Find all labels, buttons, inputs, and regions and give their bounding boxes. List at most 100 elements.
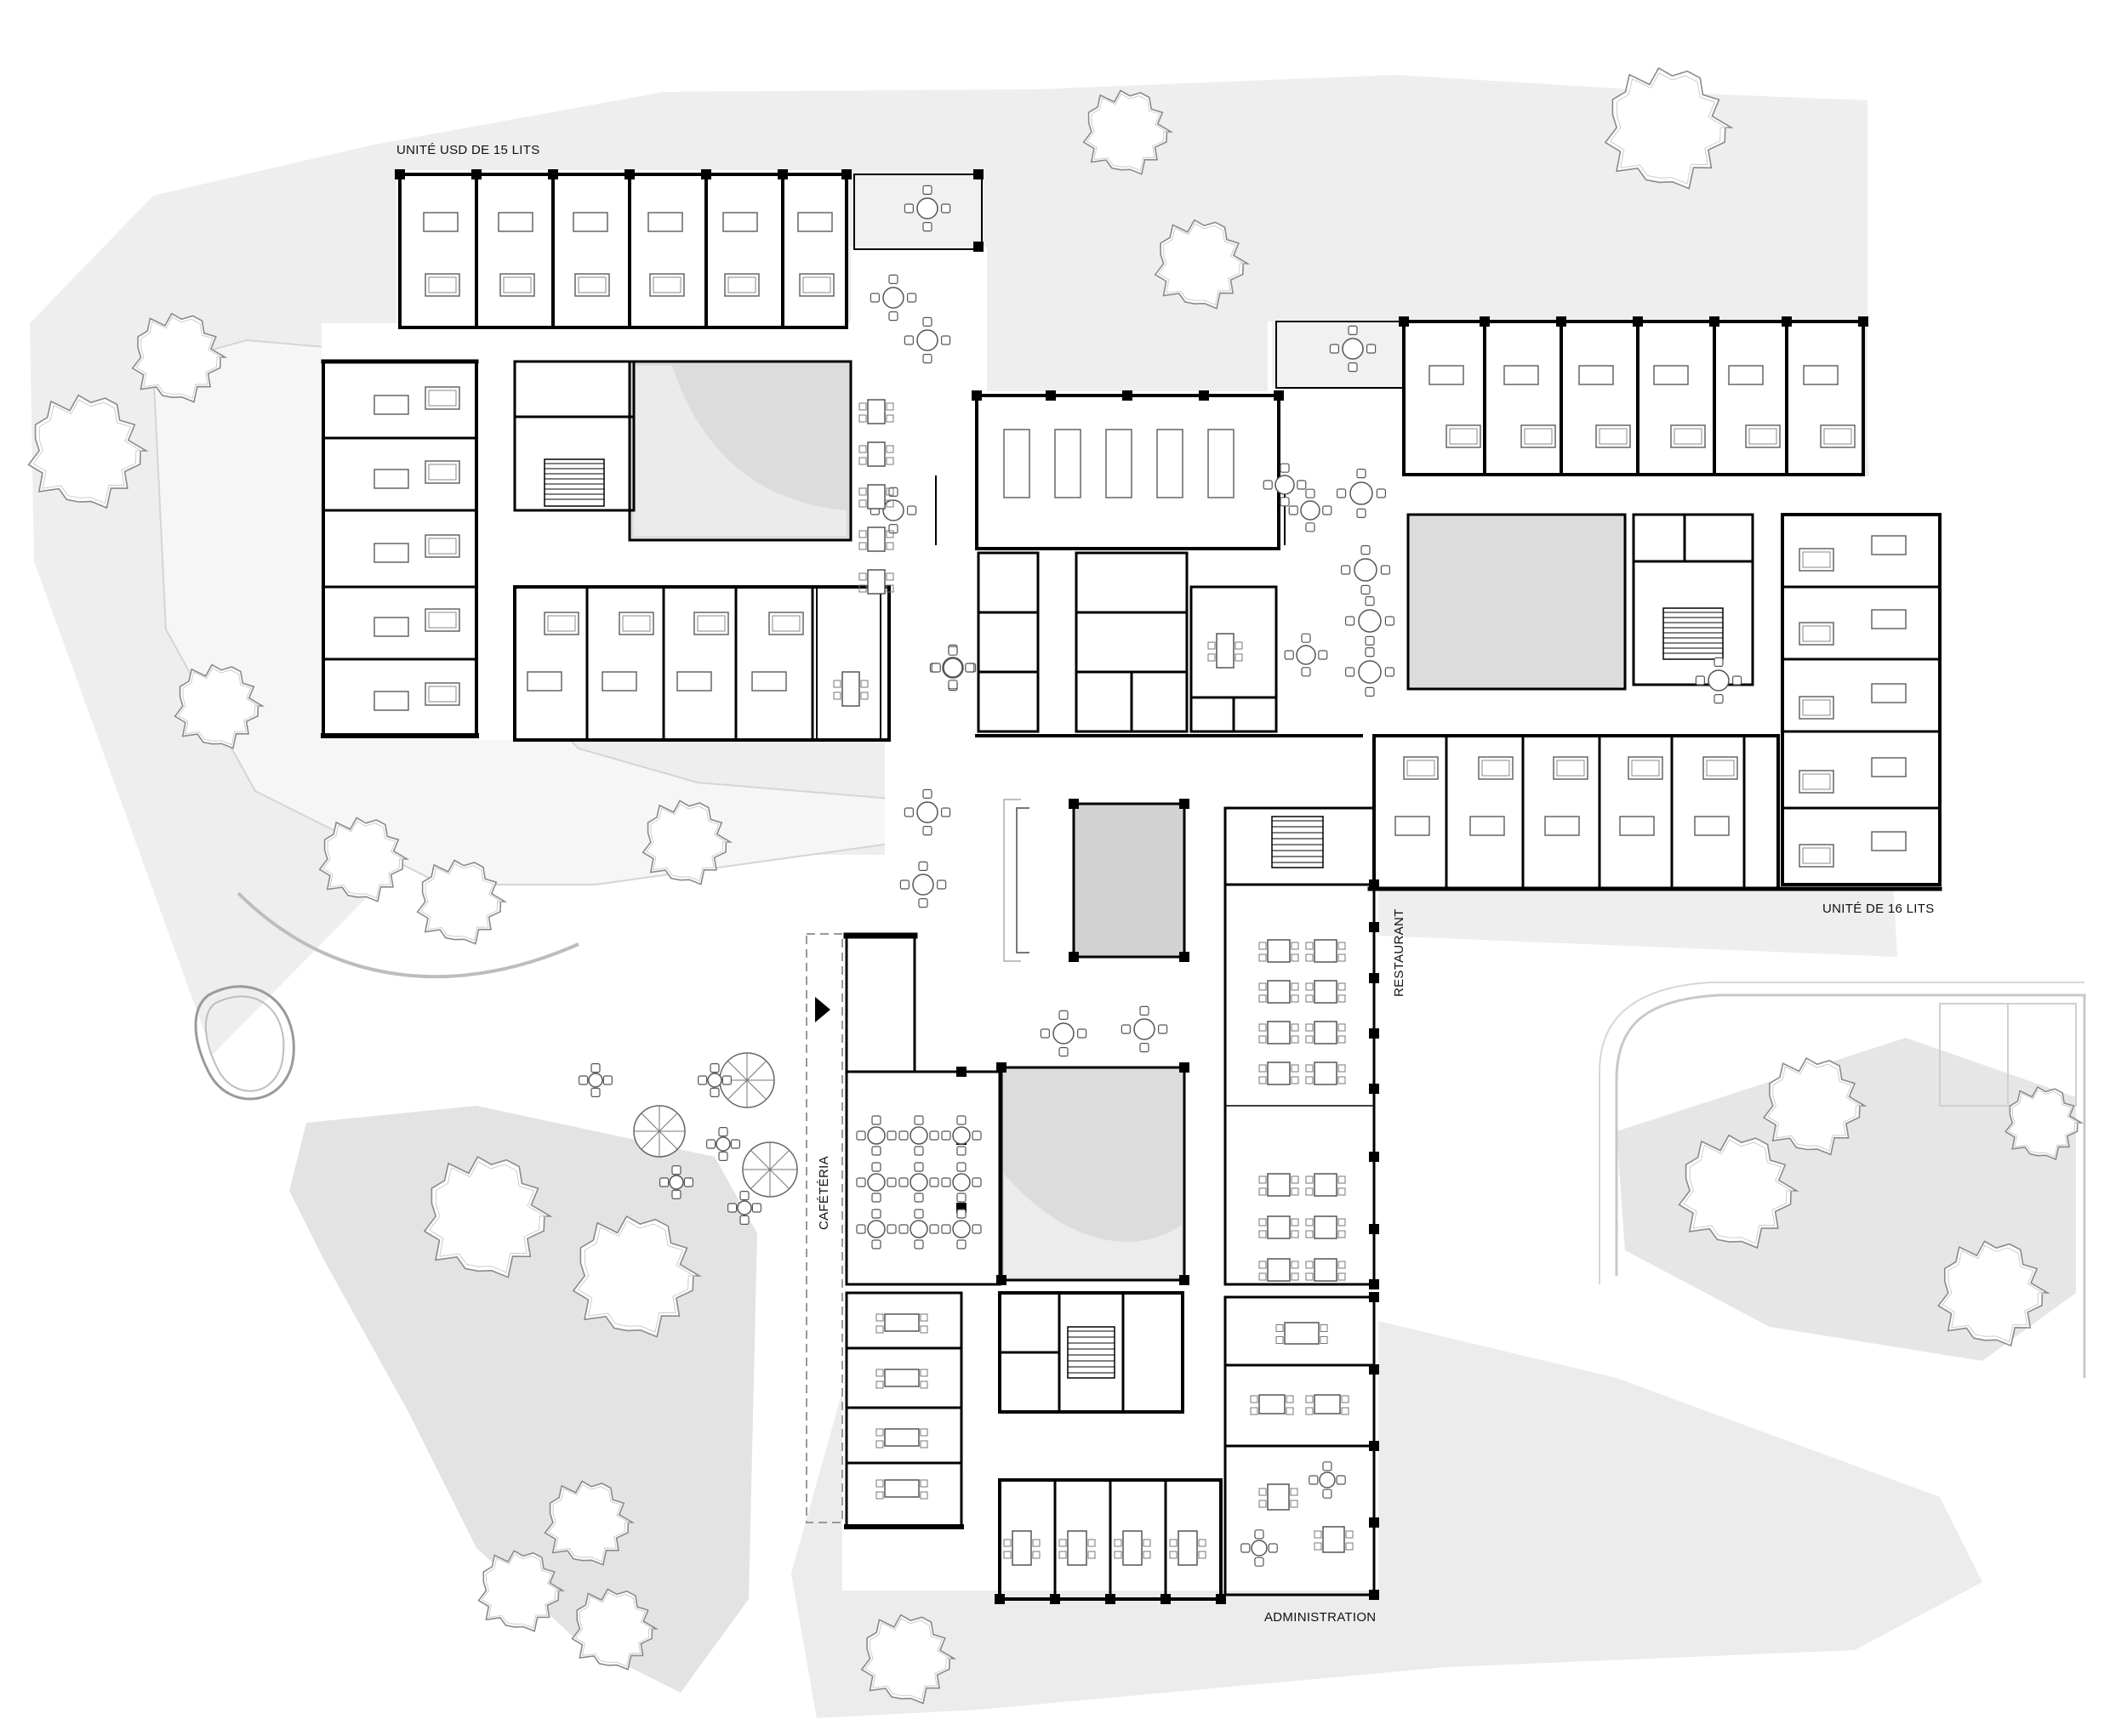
- chair: [1003, 1539, 1012, 1547]
- ne-column: [1480, 316, 1490, 327]
- chair: [888, 311, 898, 322]
- armchair-seat: [428, 612, 457, 629]
- chair: [914, 1146, 924, 1156]
- table: [1267, 1483, 1290, 1511]
- round-table: [952, 1220, 971, 1238]
- chair: [1258, 1230, 1267, 1238]
- table: [1322, 1526, 1345, 1553]
- table: [884, 1369, 920, 1387]
- chair: [1169, 1539, 1178, 1547]
- armchair-seat: [1802, 699, 1831, 716]
- usd-column: [778, 169, 788, 179]
- armchair: [1702, 756, 1738, 780]
- table: [867, 526, 886, 552]
- chair: [1258, 994, 1267, 1003]
- chair: [1337, 942, 1346, 950]
- armchair: [693, 612, 729, 635]
- chair: [1301, 633, 1311, 643]
- armchair-seat: [1481, 760, 1510, 777]
- restaurant-column: [1369, 1084, 1379, 1094]
- round-table: [588, 1073, 603, 1088]
- round-table: [1300, 500, 1320, 521]
- round-table: [1319, 1471, 1336, 1488]
- chair: [904, 807, 915, 817]
- chair: [856, 1224, 866, 1234]
- admin-column: [1216, 1594, 1226, 1604]
- umbrella-rib: [659, 1130, 678, 1150]
- tree-icon: [131, 312, 228, 403]
- armchair: [544, 612, 579, 635]
- armchair: [724, 273, 760, 297]
- chair: [1365, 686, 1375, 697]
- chair: [1087, 1539, 1096, 1547]
- round-table: [1274, 475, 1295, 495]
- cafeteria-canopy: [806, 933, 843, 1523]
- chair: [941, 1224, 951, 1234]
- chair: [860, 692, 869, 700]
- chair: [1040, 1028, 1051, 1039]
- chair: [1258, 1488, 1267, 1496]
- bed: [1871, 609, 1907, 629]
- tree-canopy-inner: [177, 667, 260, 746]
- chair: [1305, 1023, 1314, 1032]
- chair: [1714, 693, 1724, 704]
- table: [1258, 1394, 1286, 1414]
- parking-outline-inner: [1599, 982, 2084, 1284]
- chair: [875, 1325, 884, 1334]
- light-well: [1072, 802, 1186, 959]
- bed: [573, 212, 608, 232]
- armchair: [425, 273, 460, 297]
- chair: [858, 584, 867, 593]
- tree-icon: [2004, 1086, 2084, 1161]
- chair: [875, 1380, 884, 1389]
- chair: [1345, 1542, 1354, 1551]
- round-table: [882, 287, 904, 309]
- chair: [1139, 1005, 1149, 1016]
- bed: [374, 691, 409, 711]
- chair: [941, 1177, 951, 1187]
- armchair: [425, 386, 460, 410]
- chair: [1288, 505, 1298, 515]
- chair: [1258, 1187, 1267, 1196]
- round-table: [867, 1173, 886, 1192]
- chair: [1305, 1218, 1314, 1227]
- umbrella-rib: [769, 1150, 790, 1170]
- ne-column: [1399, 316, 1409, 327]
- table: [884, 1428, 920, 1447]
- chair: [1345, 1530, 1354, 1539]
- column: [1179, 1062, 1189, 1073]
- chair: [1258, 1218, 1267, 1227]
- chair: [1235, 641, 1243, 650]
- chair: [1087, 1551, 1096, 1559]
- ne-column: [1709, 316, 1719, 327]
- stair-treads: [544, 458, 605, 507]
- ne-column: [1633, 316, 1643, 327]
- armchair: [1799, 622, 1834, 646]
- central-column: [972, 390, 982, 401]
- label-cafeteria: CAFÉTÉRIA: [817, 1156, 831, 1230]
- chair: [1254, 1529, 1264, 1540]
- chair: [887, 1177, 897, 1187]
- tree-icon: [477, 1550, 566, 1632]
- tree-canopy-inner: [1086, 93, 1169, 172]
- chair: [914, 1162, 924, 1172]
- table: [1314, 980, 1337, 1004]
- chair: [1336, 488, 1347, 498]
- chair: [1291, 1272, 1299, 1281]
- chair: [1695, 675, 1706, 686]
- chair: [1058, 1010, 1069, 1021]
- path-curb: [237, 891, 579, 979]
- armchair: [799, 273, 835, 297]
- chair: [1365, 635, 1375, 646]
- armchair: [425, 608, 460, 632]
- chair: [914, 1115, 924, 1125]
- chair: [1291, 1187, 1299, 1196]
- east-rooms-outline: [1781, 513, 1942, 886]
- tree-icon: [416, 859, 508, 945]
- chair: [871, 1239, 881, 1249]
- chair: [671, 1189, 681, 1200]
- restaurant-column: [1369, 973, 1379, 983]
- bed: [647, 212, 683, 232]
- chair: [886, 572, 894, 581]
- chair: [1207, 641, 1216, 650]
